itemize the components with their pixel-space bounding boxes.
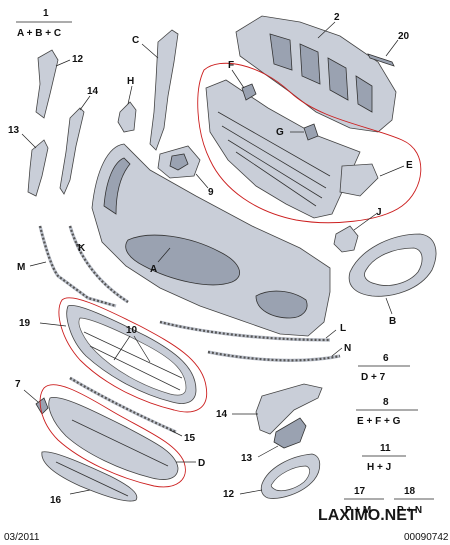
footer-date: 03/2011 bbox=[4, 532, 40, 543]
part-19-lower-grille-frame[interactable] bbox=[66, 304, 197, 404]
callout-14: 14 bbox=[87, 86, 99, 97]
part-7-clip[interactable] bbox=[35, 397, 49, 415]
kit-11-number: 11 bbox=[380, 443, 391, 454]
callout-e: E bbox=[406, 160, 413, 171]
part-16-skid-plate[interactable] bbox=[41, 451, 138, 502]
part-9-emblem[interactable] bbox=[157, 145, 201, 179]
part-h-clip[interactable] bbox=[117, 101, 137, 133]
callout-10: 10 bbox=[126, 325, 138, 336]
callout-f-lead bbox=[231, 69, 245, 89]
callout-n: N bbox=[344, 343, 351, 354]
kit-1-formula: A + B + C bbox=[17, 28, 61, 39]
lower-spoiler-outline bbox=[39, 384, 186, 488]
kit-12-number: 12 bbox=[223, 489, 235, 500]
callout-f: F bbox=[228, 60, 234, 71]
kit-8-formula: E + F + G bbox=[357, 416, 401, 427]
lower-grille-outline bbox=[58, 297, 208, 413]
kit-12-lead bbox=[239, 489, 263, 495]
part-j-bracket[interactable] bbox=[333, 225, 359, 253]
callout-15-lead bbox=[169, 429, 183, 437]
part-b-fog-bezel[interactable] bbox=[348, 233, 437, 297]
callout-k-lead bbox=[75, 243, 83, 247]
part-13-right-insert[interactable] bbox=[273, 417, 307, 449]
watermark-text: LAXIMO.NET bbox=[318, 507, 417, 524]
callout-k: K bbox=[78, 243, 86, 254]
footer-code: 00090742 bbox=[404, 532, 449, 543]
kit-17-formula: P + M bbox=[345, 505, 371, 516]
part-m-strip[interactable] bbox=[38, 225, 117, 308]
callout-9-lead bbox=[195, 173, 209, 189]
callout-h-lead bbox=[127, 85, 133, 105]
callout-15: 15 bbox=[184, 433, 196, 444]
callout-16-lead bbox=[69, 489, 91, 495]
callout-l-lead bbox=[325, 329, 337, 339]
callout-10-lead-b bbox=[133, 335, 151, 363]
kit-6-formula: D + 7 bbox=[361, 372, 386, 383]
kit-8-number: 8 bbox=[383, 397, 389, 408]
callout-2: 2 bbox=[334, 12, 340, 23]
callout-2-lead bbox=[317, 21, 336, 39]
callout-7-lead bbox=[23, 389, 39, 403]
part-n-strip[interactable] bbox=[207, 350, 341, 362]
callout-13: 13 bbox=[8, 125, 20, 136]
kit-13-lead bbox=[257, 445, 279, 458]
part-12-left-bracket[interactable] bbox=[35, 49, 59, 119]
part-12-right-cover[interactable] bbox=[260, 453, 321, 499]
part-14-left-strip[interactable] bbox=[59, 107, 85, 195]
part-l-strip[interactable] bbox=[159, 320, 331, 342]
callout-n-lead bbox=[331, 347, 343, 357]
callout-g: G bbox=[276, 127, 284, 138]
callout-h: H bbox=[127, 76, 134, 87]
callout-a: A bbox=[150, 264, 157, 275]
callout-20-lead bbox=[385, 39, 399, 57]
callout-10-lead-a bbox=[113, 335, 131, 361]
callout-c: C bbox=[132, 35, 139, 46]
part-14-right-trim[interactable] bbox=[255, 383, 323, 435]
callout-20: 20 bbox=[398, 31, 410, 42]
callout-l: L bbox=[340, 323, 346, 334]
callout-d: D bbox=[198, 458, 205, 469]
kit-6-number: 6 bbox=[383, 353, 389, 364]
part-15-strip[interactable] bbox=[69, 376, 177, 434]
part-g-clip[interactable] bbox=[303, 123, 319, 141]
part-a-bumper-cover[interactable] bbox=[91, 143, 331, 337]
callout-12-lead bbox=[55, 59, 71, 67]
callout-m-lead bbox=[29, 261, 47, 267]
callout-14-lead bbox=[79, 95, 91, 111]
part-13-left-bracket[interactable] bbox=[27, 139, 49, 197]
kit-18-formula: P + N bbox=[397, 505, 422, 516]
kit-13-number: 13 bbox=[241, 453, 253, 464]
kit-14-number: 14 bbox=[216, 409, 228, 420]
kit-11-formula: H + J bbox=[367, 462, 391, 473]
part-e-upper-grille[interactable] bbox=[205, 79, 379, 219]
callout-b: B bbox=[389, 316, 396, 327]
callout-16: 16 bbox=[50, 495, 62, 506]
part-d-lower-spoiler[interactable] bbox=[48, 396, 179, 480]
callout-9: 9 bbox=[208, 187, 214, 198]
part-f-clip[interactable] bbox=[241, 83, 257, 101]
callout-e-lead bbox=[379, 165, 405, 177]
part-c-side-bracket[interactable] bbox=[149, 29, 179, 151]
callout-19: 19 bbox=[19, 318, 31, 329]
callout-m: M bbox=[17, 262, 25, 273]
part-k-strip[interactable] bbox=[68, 225, 129, 304]
part-20-bracket[interactable] bbox=[367, 53, 395, 67]
kit-1-number: 1 bbox=[43, 8, 49, 19]
callout-19-lead bbox=[39, 322, 67, 327]
callout-j: J bbox=[376, 207, 382, 218]
callout-b-lead bbox=[385, 297, 393, 315]
callout-c-lead bbox=[141, 43, 159, 59]
grille-group-outline bbox=[197, 62, 422, 224]
callout-13-lead bbox=[21, 133, 37, 149]
part-2-cross-member[interactable] bbox=[235, 15, 397, 133]
callout-7: 7 bbox=[15, 379, 21, 390]
callout-12: 12 bbox=[72, 54, 84, 65]
kit-18-number: 18 bbox=[404, 486, 416, 497]
callout-j-lead bbox=[353, 213, 377, 231]
kit-17-number: 17 bbox=[354, 486, 366, 497]
callout-a-lead bbox=[157, 247, 171, 263]
